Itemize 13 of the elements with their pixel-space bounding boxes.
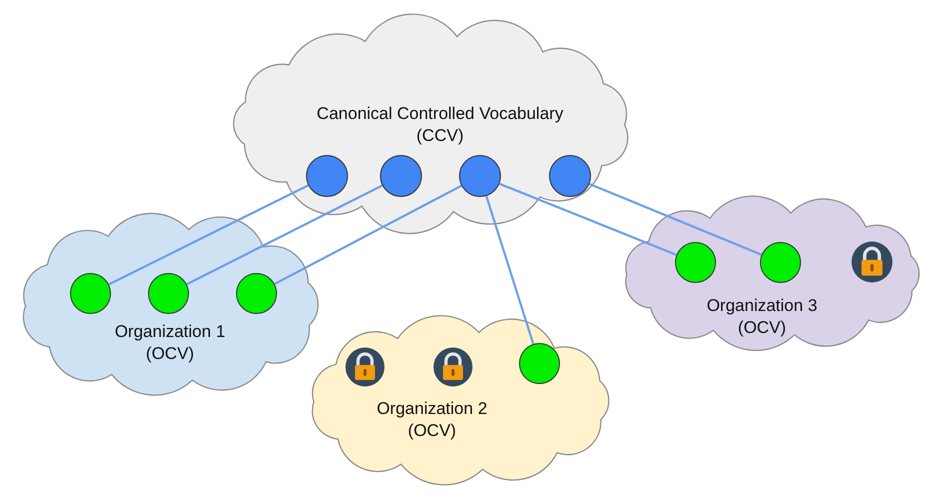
connector-line — [589, 182, 762, 256]
cloud-label: Organization 1 (OCV) — [114, 321, 226, 365]
connector-line — [485, 196, 534, 344]
connector-line — [274, 184, 462, 285]
connector-line — [108, 184, 309, 286]
cloud-label: Organization 2 (OCV) — [376, 398, 488, 442]
cloud-label: Organization 3 (OCV) — [706, 295, 818, 339]
connector-line — [186, 184, 383, 286]
lock-icon — [433, 347, 473, 387]
connector-line — [499, 182, 677, 256]
cloud-label: Canonical Controlled Vocabulary (CCV) — [316, 103, 564, 147]
lock-icon — [851, 241, 893, 283]
lock-icon — [345, 347, 385, 387]
